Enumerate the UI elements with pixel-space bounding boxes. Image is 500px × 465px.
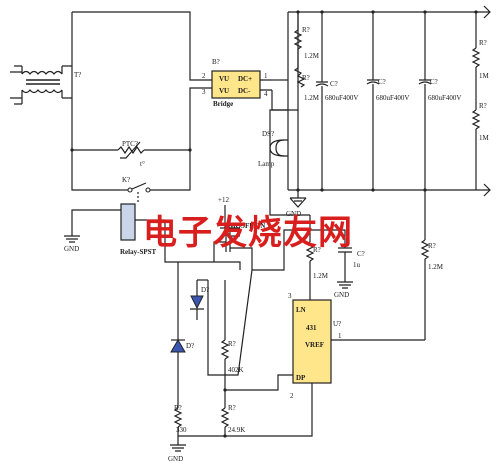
r-f-value: 1.2M bbox=[428, 263, 444, 271]
t1-label: T? bbox=[74, 71, 81, 79]
bridge-pin-2: 2 bbox=[202, 72, 206, 80]
r-c-label: R? bbox=[479, 39, 487, 47]
r-b-label: R? bbox=[302, 74, 310, 82]
bridge-rectifier bbox=[200, 70, 272, 99]
bridge-vu-top: VU bbox=[219, 75, 229, 83]
u1-431: 431 bbox=[306, 324, 317, 332]
c2-value: 680uF400V bbox=[376, 94, 409, 102]
transformer bbox=[10, 65, 72, 105]
mosfet bbox=[213, 227, 253, 270]
r-h-label: R? bbox=[174, 404, 182, 412]
watermark: 电子发烧友网 bbox=[143, 213, 353, 253]
r-b-value: 1.2M bbox=[304, 94, 320, 102]
c1-label: C? bbox=[330, 80, 338, 88]
ptc-label: PTC? bbox=[122, 140, 138, 148]
c3-label: C? bbox=[430, 78, 438, 86]
capacitor-bank bbox=[315, 12, 432, 190]
bridge-pin-4: 4 bbox=[264, 90, 268, 98]
mosfet-label: MOSFET-N bbox=[229, 222, 265, 230]
r-a-value: 1.2M bbox=[304, 52, 320, 60]
bridge-name: Bridge bbox=[213, 100, 233, 108]
diode-d2 bbox=[170, 262, 186, 402]
r-e-label: R? bbox=[313, 246, 321, 254]
d2-label: D? bbox=[186, 342, 194, 350]
bridge-pin-1: 1 bbox=[264, 72, 268, 80]
r-d-label: R? bbox=[479, 102, 487, 110]
r-a-label: R? bbox=[302, 26, 310, 34]
gnd-relay: GND bbox=[64, 245, 79, 253]
r-f-label: R? bbox=[428, 242, 436, 250]
r-e-value: 1.2M bbox=[313, 272, 329, 280]
u1-vref: VREF bbox=[305, 341, 324, 349]
ptc-value: t° bbox=[140, 160, 145, 168]
u1-ln: LN bbox=[296, 306, 306, 314]
lamp-label: Lamp bbox=[258, 160, 275, 168]
divider-resistors bbox=[293, 12, 306, 88]
lamp bbox=[269, 139, 288, 157]
r-i-label: R? bbox=[228, 404, 236, 412]
bridge-pin-3: 3 bbox=[202, 88, 206, 96]
shunt-regulator-431 bbox=[225, 299, 425, 391]
gnd-c4: GND bbox=[334, 291, 349, 299]
relay-label: Relay-SPST bbox=[120, 248, 157, 256]
resistor-rf bbox=[420, 190, 430, 340]
r-c-value: 1M bbox=[479, 72, 490, 80]
u1-pin3: 3 bbox=[288, 292, 292, 300]
resistor-rg bbox=[220, 280, 230, 402]
c2-label: C? bbox=[378, 78, 386, 86]
r-g-label: R? bbox=[228, 340, 236, 348]
ptc-thermistor bbox=[70, 141, 192, 159]
capacitor-c4 bbox=[300, 229, 353, 289]
r-d-value: 1M bbox=[479, 134, 490, 142]
u1-dp: DP bbox=[296, 374, 306, 382]
gnd-bottom: GND bbox=[168, 455, 183, 463]
zener-diode-d1 bbox=[190, 279, 208, 320]
relay-switch bbox=[120, 150, 191, 202]
bridge-vu-bottom: VU bbox=[219, 87, 229, 95]
b1-label: B? bbox=[212, 58, 220, 66]
c4-label: C? bbox=[357, 250, 365, 258]
u1-label: U? bbox=[333, 320, 341, 328]
r-h-value: 330 bbox=[176, 426, 187, 434]
r-g-value: 402K bbox=[228, 366, 244, 374]
u1-pin2: 2 bbox=[290, 392, 294, 400]
bridge-dcminus: DC- bbox=[238, 87, 251, 95]
gnd-bus: GND bbox=[286, 210, 301, 218]
bleed-resistors bbox=[471, 12, 481, 190]
ds-label: DS? bbox=[262, 130, 274, 138]
r-i-value: 24.9K bbox=[228, 426, 245, 434]
c3-value: 680uF400V bbox=[428, 94, 461, 102]
u1-pin1: 1 bbox=[338, 332, 342, 340]
d1-label: D? bbox=[201, 286, 209, 294]
c1-value: 680uF400V bbox=[325, 94, 358, 102]
relay-coil bbox=[71, 203, 166, 242]
c4-value: 1u bbox=[353, 261, 361, 269]
plus12-label: +12 bbox=[218, 196, 229, 204]
k1-label: K? bbox=[122, 176, 130, 184]
resistor-re bbox=[305, 215, 315, 300]
bridge-dcplus: DC+ bbox=[238, 75, 252, 83]
